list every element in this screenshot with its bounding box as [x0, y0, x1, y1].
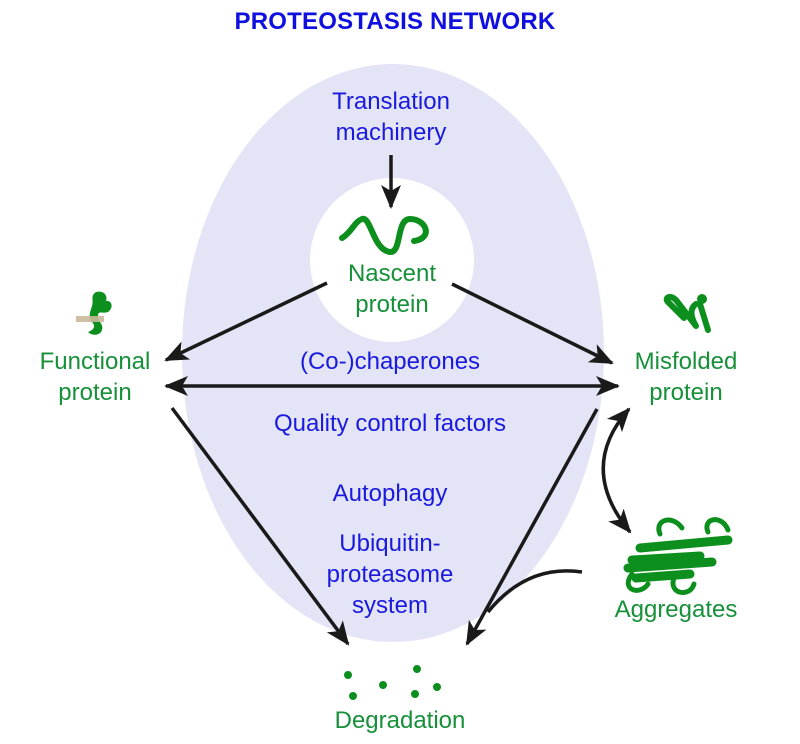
ups-line-2: proteasome — [326, 561, 454, 588]
ubiquitin-proteasome-system-label: Ubiquitin- proteasome system — [290, 528, 490, 621]
nascent-line-1: Nascent — [347, 260, 437, 287]
peptide-fragments-icon — [344, 665, 441, 700]
chaperones-label: (Co-)chaperones — [299, 348, 481, 375]
aggregates-label: Aggregates — [614, 596, 738, 623]
functional-line-2: protein — [58, 379, 132, 406]
protein-aggregate-icon — [623, 517, 733, 595]
arrow-nascent-to-misfolded — [451, 282, 614, 365]
translation-line-2: machinery — [335, 119, 447, 146]
arrow-aggregates-to-degradation — [486, 569, 583, 614]
arrow-misfolded-to-degradation — [465, 408, 599, 646]
misfolded-line-1: Misfolded — [634, 348, 738, 375]
misfolded-protein-label: Misfolded protein — [606, 346, 766, 408]
quality-control-label: Quality control factors — [273, 410, 507, 437]
nascent-protein-region — [310, 178, 474, 342]
folded-protein-membrane-icon — [76, 291, 112, 335]
nascent-protein-chain-icon — [339, 215, 429, 255]
diagram-title: PROTEOSTASIS NETWORK — [234, 8, 556, 35]
misfolded-line-2: protein — [649, 379, 723, 406]
ups-line-3: system — [351, 592, 428, 619]
arrow-functional-to-degradation — [170, 406, 350, 646]
proteostasis-network-region — [182, 64, 604, 642]
misfolded-protein-icon — [663, 293, 711, 333]
degradation-label: Degradation — [334, 707, 466, 734]
autophagy-label: Autophagy — [332, 480, 448, 507]
nascent-line-2: protein — [355, 291, 429, 318]
ups-line-1: Ubiquitin- — [339, 530, 441, 557]
translation-machinery-label: Translation machinery — [291, 86, 491, 148]
arrow-misfolded-aggregates — [601, 407, 632, 534]
nascent-protein-label: Nascent protein — [302, 258, 482, 320]
functional-line-1: Functional — [39, 348, 151, 375]
functional-protein-label: Functional protein — [10, 346, 180, 408]
translation-line-1: Translation — [332, 88, 450, 115]
arrow-nascent-to-functional — [164, 281, 328, 362]
